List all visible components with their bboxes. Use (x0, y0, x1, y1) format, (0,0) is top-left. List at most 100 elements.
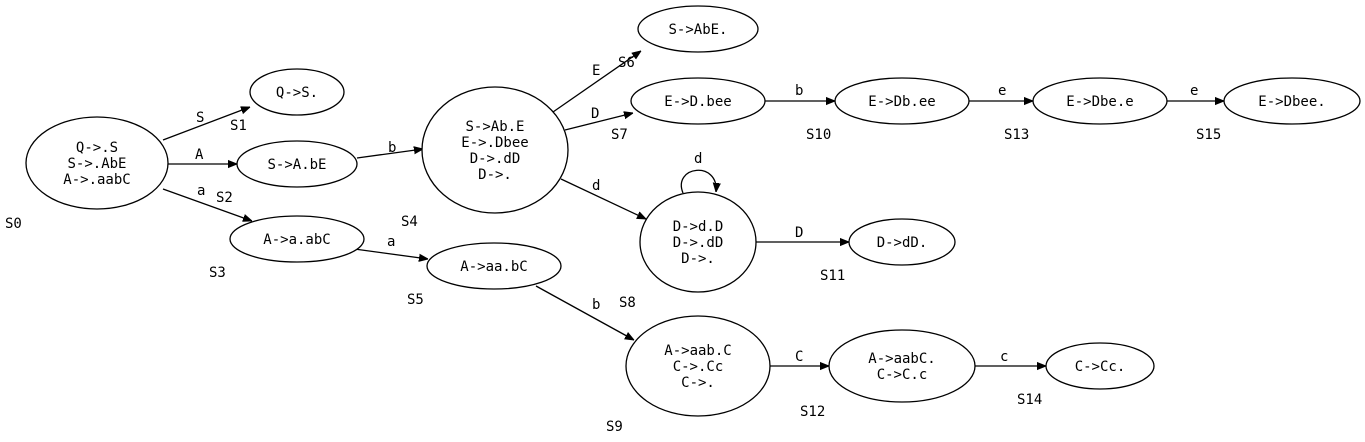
lr-item: A->aab.C (664, 343, 731, 359)
lr-item: S->A.bE (267, 157, 326, 173)
state-ellipse (639, 191, 757, 293)
lr-item: E->.Dbee (461, 135, 528, 151)
state-ellipse (25, 116, 169, 210)
transition-arrow (535, 285, 634, 340)
state-ellipse (625, 315, 771, 417)
lr-item: E->Dbee. (1258, 94, 1325, 110)
state-ellipse (421, 86, 569, 214)
lr-item: Q->S. (276, 85, 318, 101)
transition-symbol: D (795, 225, 803, 241)
transition-s7-s10: b (765, 83, 835, 101)
lr-item: A->a.abC (263, 232, 330, 248)
state-node-s2: S->A.bE (236, 140, 358, 188)
transition-symbol: A (195, 147, 204, 163)
state-ellipse (249, 68, 345, 116)
transition-s10-s13: e (969, 83, 1033, 101)
state-ellipse (1032, 77, 1168, 125)
state-node-s11: D->dD. (848, 218, 956, 266)
state-ellipse (229, 215, 365, 263)
state-ellipse (426, 242, 562, 290)
transition-arrow (552, 51, 641, 113)
state-label-s4: S4 (401, 214, 418, 230)
state-ellipse (637, 5, 759, 53)
lr-item: E->Db.ee (868, 94, 935, 110)
state-label-s10: S10 (806, 127, 831, 143)
lr-item: C->Cc. (1075, 359, 1126, 375)
state-node-s15: E->Dbee. (1223, 77, 1361, 125)
state-ellipse (1045, 342, 1155, 390)
lr-item: C->C.c (877, 367, 928, 383)
state-node-s10: E->Db.ee (834, 77, 970, 125)
transition-s5-s9: b (535, 285, 634, 340)
state-ellipse (848, 218, 956, 266)
transition-s3-s5: a (346, 234, 428, 259)
transition-symbol: C (795, 349, 803, 365)
transition-symbol: e (998, 83, 1006, 99)
transition-s0-s3: a (162, 183, 252, 221)
lr-item: S->.AbE (67, 156, 126, 172)
transition-arrow (162, 188, 252, 221)
transition-s4-s7: D (564, 106, 633, 131)
lr-item: D->.dD (673, 235, 724, 251)
lr-item: D->. (681, 251, 715, 267)
state-ellipse (630, 77, 766, 125)
transition-arrow (356, 149, 423, 159)
lr-item: C->. (681, 375, 715, 391)
transition-symbol: d (694, 151, 702, 167)
state-node-s7: E->D.bee (630, 77, 766, 125)
state-node-s6: S->AbE. (637, 5, 759, 53)
state-label-s5: S5 (407, 292, 424, 308)
transition-symbol: S (196, 110, 204, 126)
transition-s8-s8: d (680, 151, 716, 194)
transition-symbol: a (197, 183, 205, 199)
transition-arrow (162, 107, 250, 141)
transition-s0-s2: A (168, 147, 237, 164)
transition-symbol: D (591, 106, 599, 122)
state-node-s13: E->Dbe.e (1032, 77, 1168, 125)
lr-item: E->D.bee (664, 94, 731, 110)
transition-arrow (560, 178, 646, 220)
state-label-s6: S6 (618, 55, 635, 71)
state-label-s7: S7 (611, 127, 628, 143)
state-label-s0: S0 (5, 216, 22, 232)
transition-s8-s11: D (756, 225, 849, 242)
lr-item: D->d.D (673, 219, 724, 235)
lr-item: D->dD. (877, 235, 928, 251)
state-label-s15: S15 (1196, 127, 1221, 143)
lr-item: A->.aabC (63, 172, 130, 188)
lr-item: S->AbE. (668, 22, 727, 38)
state-label-s8: S8 (619, 295, 636, 311)
transition-s9-s12: C (770, 349, 829, 366)
state-node-s8: D->d.DD->.dDD->. (639, 191, 757, 293)
lr-item: D->. (478, 167, 512, 183)
transition-s2-s4: b (356, 140, 423, 159)
transition-symbol: c (1000, 349, 1008, 365)
state-ellipse (1223, 77, 1361, 125)
transition-s0-s1: S (162, 107, 250, 141)
state-node-s5: A->aa.bC (426, 242, 562, 290)
transition-symbol: b (388, 140, 396, 156)
state-label-s3: S3 (209, 265, 226, 281)
lr-item: A->aa.bC (460, 259, 527, 275)
state-node-s9: A->aab.CC->.CcC->. (625, 315, 771, 417)
lr-item: D->.dD (470, 151, 521, 167)
transition-symbol: d (592, 178, 600, 194)
state-ellipse (236, 140, 358, 188)
lr-item: A->aabC. (868, 351, 935, 367)
state-label-s9: S9 (606, 419, 623, 435)
state-label-s14: S14 (1017, 392, 1042, 408)
transition-s13-s15: e (1167, 83, 1224, 101)
transition-symbol: e (1190, 83, 1198, 99)
lr-item: Q->.S (76, 140, 118, 156)
state-ellipse (834, 77, 970, 125)
state-label-s1: S1 (230, 118, 247, 134)
transition-symbol: b (592, 297, 600, 313)
transition-arrow (346, 247, 428, 259)
transition-symbol: a (387, 234, 395, 250)
state-node-s12: A->aabC.C->C.c (828, 329, 976, 403)
transition-s4-s6: E (552, 51, 641, 113)
